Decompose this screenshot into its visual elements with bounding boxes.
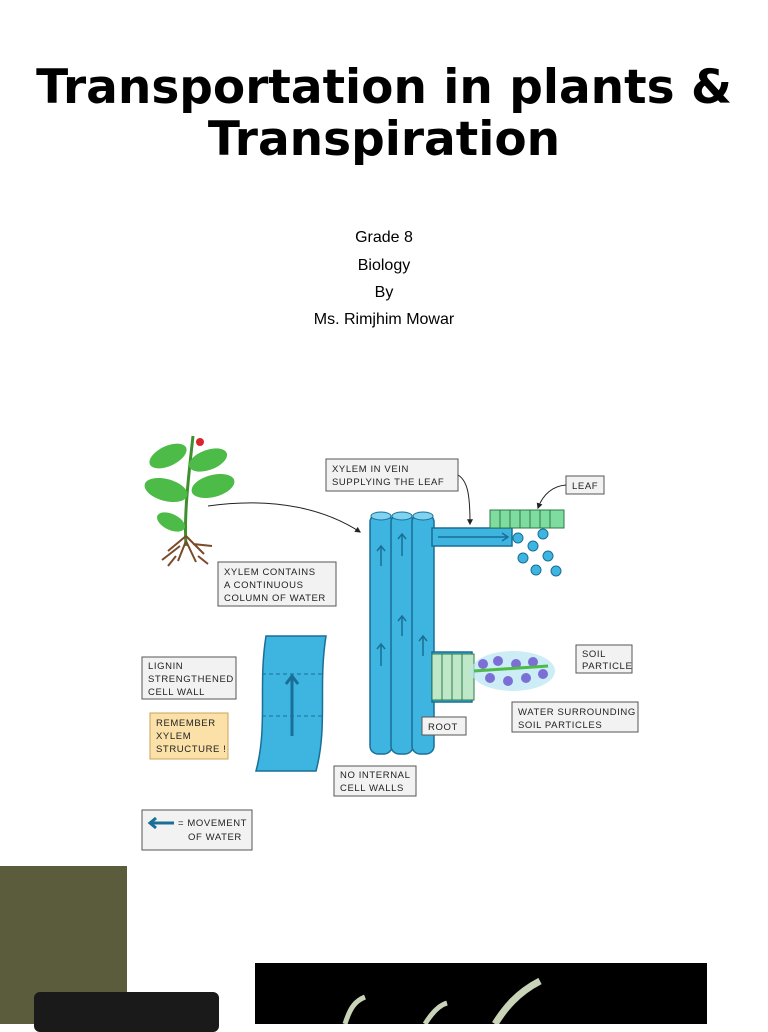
decorative-dark-card — [34, 992, 219, 1032]
root-soil — [431, 651, 555, 701]
label-continuous-line3: COLUMN OF WATER — [224, 593, 326, 604]
label-remember-line3: STRUCTURE ! — [156, 744, 226, 755]
label-lignin-line2: STRENGTHENED — [148, 674, 234, 685]
label-soil-particle: SOIL PARTICLE — [575, 644, 633, 674]
xylem-diagram: XYLEM IN VEIN SUPPLYING THE LEAF LEAF XY… — [141, 435, 639, 851]
subtitle-grade: Grade 8 — [355, 229, 413, 246]
label-xylem-vein-line2: SUPPLYING THE LEAF — [332, 477, 444, 488]
legend-line1: = MOVEMENT — [178, 818, 247, 829]
label-water-soil-line1: WATER SURROUNDING — [518, 707, 636, 718]
label-leaf: LEAF — [536, 475, 605, 510]
subtitle-by: By — [374, 284, 394, 301]
xylem-vessels — [369, 511, 513, 755]
label-soil-line2: PARTICLE — [582, 661, 632, 672]
xylem-closeup — [255, 635, 327, 772]
plant-photo-image — [342, 977, 542, 1024]
legend-line2: OF WATER — [188, 832, 242, 843]
slide-title: Transportation in plants & Transpiration — [36, 60, 732, 167]
label-xylem-vein-line1: XYLEM IN VEIN — [332, 464, 409, 475]
subtitle-author: Ms. Rimjhim Mowar — [313, 311, 455, 328]
label-remember: REMEMBER XYLEM STRUCTURE ! — [149, 712, 229, 760]
water-arrow-icon — [147, 816, 174, 830]
label-no-walls-line2: CELL WALLS — [340, 783, 404, 794]
label-continuous-line1: XYLEM CONTAINS — [224, 567, 316, 578]
label-remember-line2: XYLEM — [156, 731, 191, 742]
label-water-soil: WATER SURROUNDING SOIL PARTICLES — [511, 701, 639, 733]
label-lignin: LIGNIN STRENGTHENED CELL WALL — [141, 656, 237, 700]
label-water-soil-line2: SOIL PARTICLES — [518, 720, 602, 731]
label-remember-line1: REMEMBER — [156, 718, 216, 729]
label-no-walls: NO INTERNAL CELL WALLS — [333, 765, 417, 797]
legend-movement-of-water: = MOVEMENT OF WATER — [141, 809, 253, 851]
label-continuous-line2: A CONTINUOUS — [224, 580, 304, 591]
subtitle-subject: Biology — [357, 257, 411, 274]
label-soil-line1: SOIL — [582, 649, 606, 660]
leaf-cells — [489, 509, 565, 577]
plant-illustration — [144, 435, 235, 567]
label-lignin-line3: CELL WALL — [148, 687, 205, 698]
label-lignin-line1: LIGNIN — [148, 661, 183, 672]
plant-photo — [255, 963, 707, 1024]
label-root: ROOT — [421, 716, 467, 736]
label-continuous-column: XYLEM CONTAINS A CONTINUOUS COLUMN OF WA… — [217, 561, 337, 607]
label-xylem-vein: XYLEM IN VEIN SUPPLYING THE LEAF — [325, 458, 473, 526]
label-no-walls-line1: NO INTERNAL — [340, 770, 410, 781]
label-root-text: ROOT — [428, 722, 458, 733]
label-leaf-text: LEAF — [572, 481, 598, 492]
